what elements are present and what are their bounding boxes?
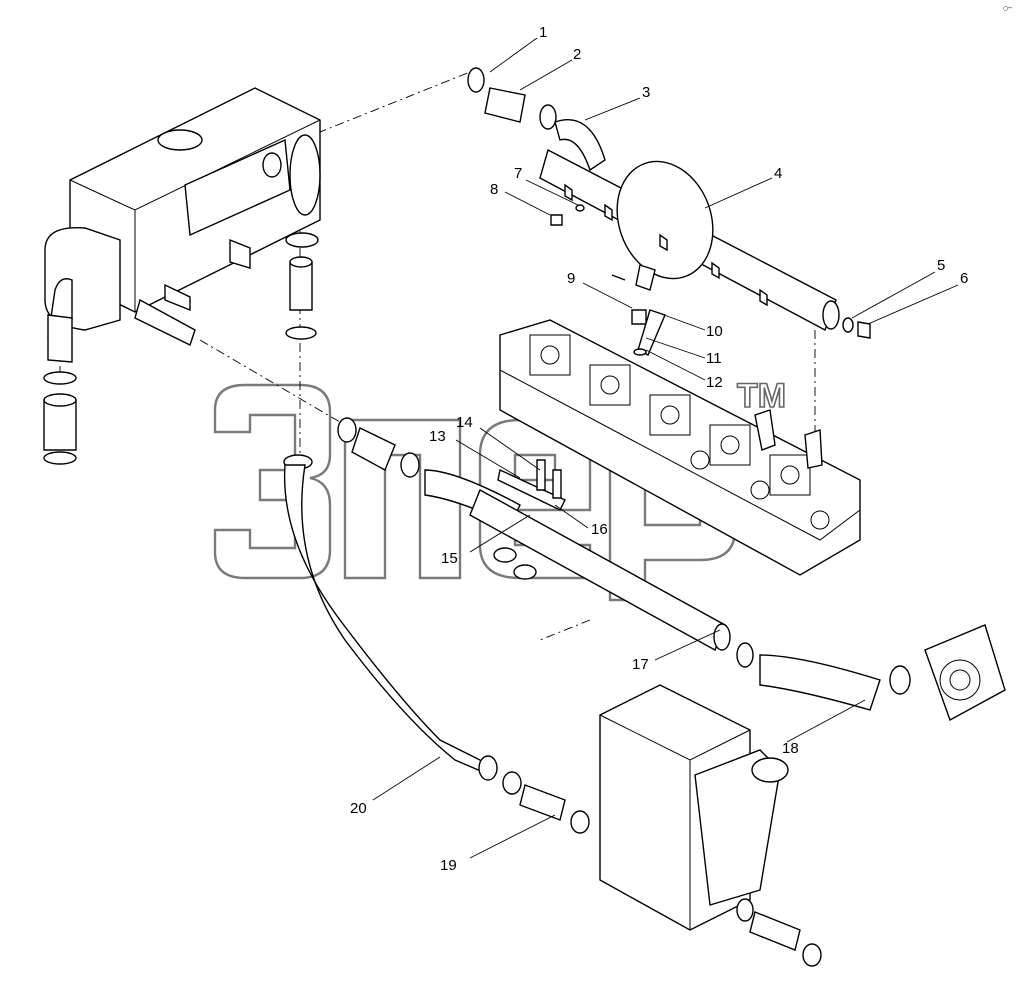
callout-6: 6: [960, 270, 968, 287]
callout-19: 19: [440, 857, 457, 874]
callout-7: 7: [514, 165, 522, 182]
callout-17: 17: [632, 656, 649, 673]
callout-9: 9: [567, 270, 575, 287]
callout-15: 15: [441, 550, 458, 567]
upper-outlet-parts: [467, 67, 606, 172]
expansion-tank: [44, 87, 321, 363]
corner-mark: ○─: [1003, 5, 1012, 12]
watermark-trademark: TM: [737, 377, 786, 415]
callout-16: 16: [591, 521, 608, 538]
center-small-hose: [285, 232, 319, 340]
mid-hose-set: [337, 417, 754, 668]
leader-lines: [372, 37, 959, 859]
callout-12: 12: [706, 374, 723, 391]
callout-4: 4: [774, 165, 782, 182]
callout-13: 13: [429, 428, 446, 445]
callout-8: 8: [490, 181, 498, 198]
callout-2: 2: [573, 46, 581, 63]
callout-11: 11: [706, 350, 722, 367]
watermark-glyph-2: [343, 418, 462, 580]
callout-18: 18: [782, 740, 799, 757]
callout-1: 1: [539, 24, 547, 41]
cylinder-head: [499, 319, 861, 576]
callouts: 1 2 3 4 5 6 7 8 9 10 11 12 13 14 15 16 1…: [350, 24, 968, 874]
callout-3: 3: [642, 84, 650, 101]
callout-10: 10: [706, 323, 723, 340]
watermark-glyph-1: [213, 383, 332, 580]
callout-20: 20: [350, 800, 367, 817]
callout-14: 14: [456, 414, 473, 431]
small-fasteners: [550, 204, 871, 356]
cooler-unit: [599, 684, 822, 967]
callout-5: 5: [937, 257, 945, 274]
pump-hose-set: [759, 624, 1006, 722]
water-manifold: [539, 148, 840, 331]
left-hose-set: [43, 371, 77, 465]
long-pipe: [283, 454, 590, 834]
